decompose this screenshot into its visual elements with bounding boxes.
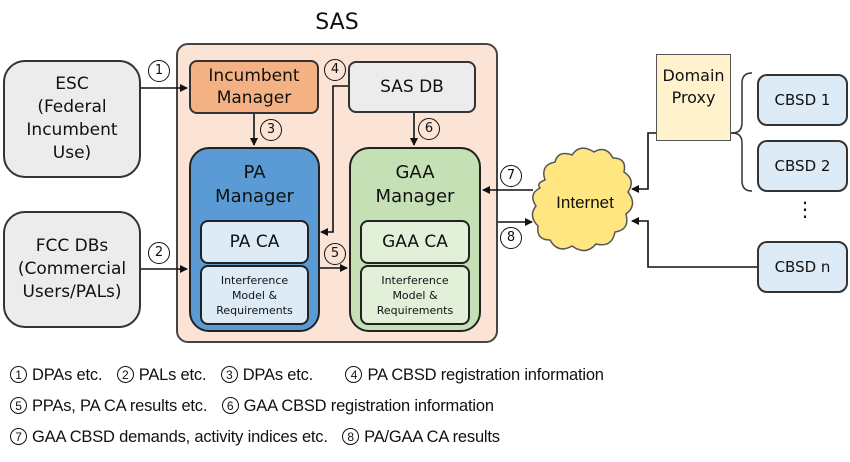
cbsd-group-brace	[731, 72, 753, 192]
esc-line: ESC	[55, 74, 89, 94]
gaa-title-line: Manager	[375, 186, 455, 207]
gaa-manager-title: GAA Manager	[351, 161, 479, 209]
incumbent-line: Manager	[216, 88, 292, 108]
internet-label: Internet	[556, 193, 614, 212]
flow-badge-3: 3	[260, 119, 282, 141]
arrow-cbsdn-internet	[631, 217, 757, 268]
incumbent-line: Incumbent	[208, 66, 300, 86]
pa-title-line: Manager	[215, 186, 294, 207]
pa-model-line: Model &	[231, 288, 278, 302]
fcc-line: Users/PALs)	[22, 282, 122, 302]
cbsd-1-box[interactable]: CBSD 1	[757, 74, 848, 126]
flow-badge-5: 5	[324, 243, 346, 265]
cbsd-n-box[interactable]: CBSD n	[757, 241, 848, 293]
gaa-manager-box[interactable]: GAA Manager GAA CA Interference Model & …	[349, 147, 481, 332]
esc-line: Use)	[52, 143, 92, 163]
incumbent-manager-box[interactable]: Incumbent Manager	[189, 60, 319, 114]
pa-manager-title: PA Manager	[191, 161, 318, 209]
internet-cloud	[531, 147, 634, 252]
sas-title: SAS	[315, 10, 359, 35]
gaa-interference-model-box[interactable]: Interference Model & Requirements	[360, 265, 470, 325]
domain-proxy-line: Domain	[662, 66, 725, 85]
fcc-line: FCC DBs	[35, 236, 109, 256]
esc-box[interactable]: ESC (Federal Incumbent Use)	[3, 60, 141, 178]
flow-badge-8: 8	[500, 227, 522, 249]
arrow-4	[320, 85, 348, 236]
cbsd-ellipsis: ⋮	[795, 197, 815, 221]
sas-db-box[interactable]: SAS DB	[348, 61, 476, 113]
esc-line: Incumbent	[26, 120, 118, 140]
pa-ca-box[interactable]: PA CA	[200, 220, 309, 264]
gaa-model-line: Model &	[392, 288, 438, 302]
arrow-proxy-internet	[631, 132, 735, 193]
pa-manager-box[interactable]: PA Manager PA CA Interference Model & Re…	[189, 147, 320, 332]
flow-badge-2: 2	[148, 242, 170, 264]
cbsd-2-box[interactable]: CBSD 2	[757, 140, 848, 192]
flow-badge-4: 4	[324, 59, 346, 81]
pa-model-line: Interference	[220, 273, 289, 287]
pa-title-line: PA	[243, 162, 266, 183]
pa-model-line: Requirements	[216, 303, 293, 317]
flow-badge-7: 7	[500, 165, 522, 187]
pa-interference-model-box[interactable]: Interference Model & Requirements	[200, 265, 309, 325]
domain-proxy-line: Proxy	[671, 88, 716, 107]
gaa-model-line: Requirements	[376, 303, 454, 317]
domain-proxy-box[interactable]: Domain Proxy	[656, 54, 731, 141]
fcc-dbs-box[interactable]: FCC DBs (Commercial Users/PALs)	[3, 211, 141, 328]
flow-badge-1: 1	[148, 60, 170, 82]
esc-line: (Federal	[37, 97, 107, 117]
gaa-model-line: Interference	[381, 273, 449, 287]
flow-badge-6: 6	[418, 118, 440, 140]
gaa-title-line: GAA	[395, 162, 435, 183]
gaa-ca-box[interactable]: GAA CA	[360, 220, 470, 264]
fcc-line: (Commercial	[17, 259, 127, 279]
